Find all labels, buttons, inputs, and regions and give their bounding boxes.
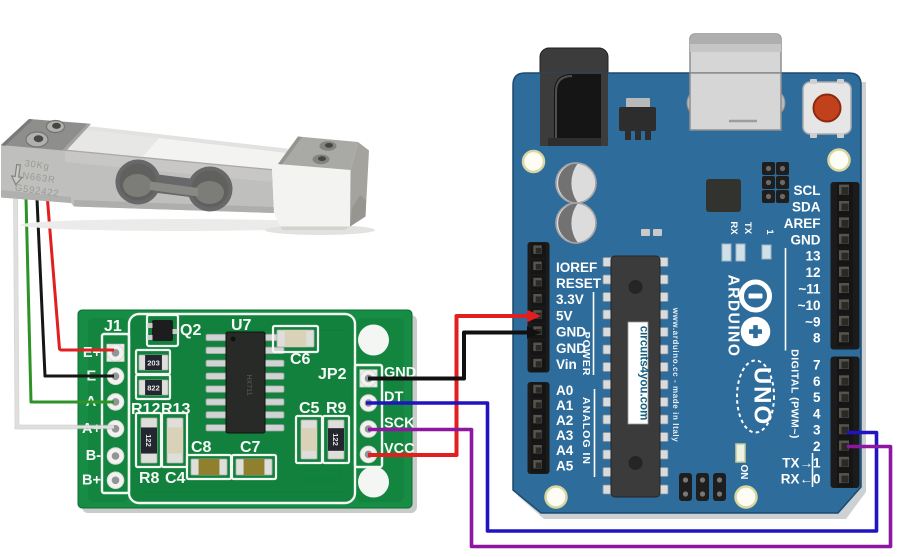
svg-text:B-: B- <box>86 448 101 464</box>
svg-text:N663R: N663R <box>22 170 57 186</box>
svg-text:HX711: HX711 <box>245 374 252 395</box>
svg-text:~11: ~11 <box>798 282 821 297</box>
svg-text:POWER: POWER <box>580 332 592 377</box>
svg-text:30Kg: 30Kg <box>24 158 51 172</box>
svg-text:UNO: UNO <box>749 367 776 426</box>
svg-text:A5: A5 <box>556 458 574 473</box>
svg-text:~10: ~10 <box>798 298 821 313</box>
svg-text:6: 6 <box>813 374 821 389</box>
svg-text:R9: R9 <box>326 400 347 417</box>
svg-text:JP2: JP2 <box>318 366 347 383</box>
svg-text:Vin: Vin <box>556 357 577 372</box>
svg-text:122: 122 <box>144 434 153 447</box>
svg-text:3: 3 <box>813 423 821 438</box>
svg-text:A2: A2 <box>556 413 573 428</box>
svg-text:Q2: Q2 <box>180 322 201 339</box>
svg-text:3.3V: 3.3V <box>556 292 584 307</box>
svg-text:ARDUINO: ARDUINO <box>725 275 742 358</box>
svg-text:5V: 5V <box>556 308 573 323</box>
svg-text:122: 122 <box>331 433 340 446</box>
svg-text:C8: C8 <box>191 439 212 456</box>
svg-text:VCC: VCC <box>384 441 415 457</box>
svg-text:13: 13 <box>805 249 821 264</box>
svg-text:5: 5 <box>813 390 821 405</box>
svg-text:J1: J1 <box>104 318 122 335</box>
svg-text:TX→1: TX→1 <box>782 455 821 470</box>
svg-text:GND: GND <box>556 341 586 356</box>
svg-text:8: 8 <box>813 331 821 346</box>
svg-text:RX: RX <box>728 221 739 235</box>
svg-text:SDA: SDA <box>792 200 821 215</box>
svg-text:E+: E+ <box>83 345 101 361</box>
svg-text:GND: GND <box>791 232 821 247</box>
svg-text:A1: A1 <box>556 398 574 413</box>
svg-text:www.arduino.cc - made in Italy: www.arduino.cc - made in Italy <box>671 307 680 443</box>
svg-text:~9: ~9 <box>805 314 820 329</box>
svg-text:203: 203 <box>147 358 160 367</box>
svg-text:C6: C6 <box>290 351 311 368</box>
svg-text:ON: ON <box>738 465 749 480</box>
svg-text:1: 1 <box>764 229 775 235</box>
svg-text:GND: GND <box>556 325 586 340</box>
svg-text:C5: C5 <box>299 400 320 417</box>
svg-text:R13: R13 <box>161 401 190 418</box>
svg-text:C7: C7 <box>240 439 261 456</box>
svg-text:TX: TX <box>742 222 753 235</box>
svg-text:7: 7 <box>813 358 821 373</box>
svg-text:ANALOG IN: ANALOG IN <box>580 397 592 465</box>
svg-text:A0: A0 <box>556 383 573 398</box>
svg-text:SCL: SCL <box>794 183 821 198</box>
svg-text:AREF: AREF <box>784 216 821 231</box>
svg-text:822: 822 <box>147 383 160 392</box>
svg-text:A3: A3 <box>556 428 574 443</box>
svg-text:U7: U7 <box>231 317 252 334</box>
svg-text:IOREF: IOREF <box>556 260 597 275</box>
svg-text:A4: A4 <box>556 443 574 458</box>
svg-text:B+: B+ <box>82 472 101 488</box>
svg-text:R8: R8 <box>139 470 160 487</box>
svg-text:DIGITAL (PWM~): DIGITAL (PWM~) <box>789 349 801 439</box>
svg-text:4: 4 <box>813 406 821 421</box>
svg-text:C4: C4 <box>165 470 186 487</box>
svg-text:circuits4you.com: circuits4you.com <box>638 326 650 421</box>
svg-text:R12: R12 <box>131 401 160 418</box>
svg-text:RX←0: RX←0 <box>781 472 821 487</box>
svg-text:RESET: RESET <box>556 276 602 291</box>
svg-text:SCK: SCK <box>384 416 415 432</box>
svg-text:2: 2 <box>813 439 821 454</box>
svg-text:12: 12 <box>805 265 820 280</box>
